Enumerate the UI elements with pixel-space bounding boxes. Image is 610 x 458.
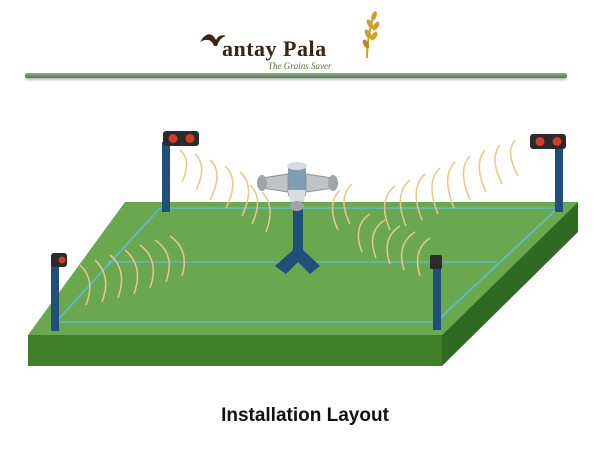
wheat-icon xyxy=(362,11,380,58)
pole-back-right xyxy=(555,145,563,212)
field-front xyxy=(28,335,442,366)
motion-sensor-icon xyxy=(530,134,566,149)
bird-icon xyxy=(200,34,226,46)
brand-name: antay Pala xyxy=(222,36,327,61)
diagram-caption: Installation Layout xyxy=(221,405,389,426)
header-divider xyxy=(25,73,567,78)
brand-tagline: The Grains Saver xyxy=(268,61,332,71)
field-side xyxy=(442,202,578,366)
installation-diagram xyxy=(28,131,578,366)
brand-logo: antay Pala The Grains Saver xyxy=(0,8,610,71)
signal-waves xyxy=(79,139,519,306)
motion-sensor-icon xyxy=(163,131,199,146)
motion-sensor-icon xyxy=(51,253,67,267)
pole-front-right xyxy=(433,257,441,330)
pole-back-left xyxy=(162,142,170,212)
pole-front-left xyxy=(51,255,59,331)
siren-speaker-icon xyxy=(257,162,338,274)
motion-sensor-icon xyxy=(430,255,442,269)
